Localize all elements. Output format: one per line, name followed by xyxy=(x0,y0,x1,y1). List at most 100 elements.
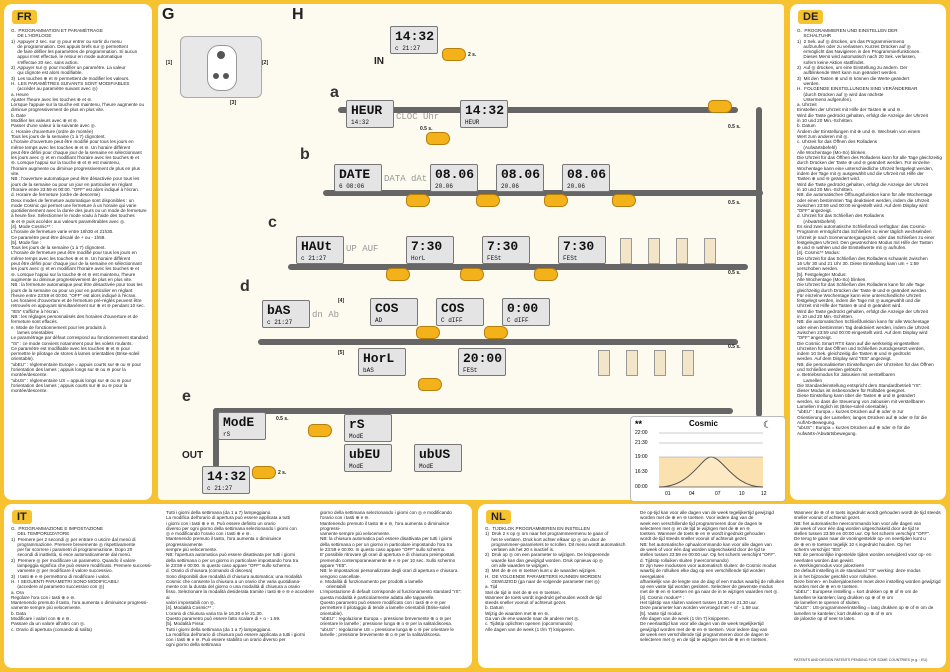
callout-4: [4] xyxy=(338,298,345,304)
screen-c4-sub: FESt xyxy=(563,255,578,262)
fr-instructions: G. PROGRAMMATION ET PARAMÉTRAGE DE L'HOR… xyxy=(11,28,148,394)
shutter-icon xyxy=(620,238,632,264)
screen-d5-main: HorL xyxy=(363,351,395,366)
screen-e1-sub: rS xyxy=(223,431,231,438)
screen-d6-sub: FESt xyxy=(463,367,478,374)
nl-panel: NL G. TIJDKLOK PROGRAMMEREN EN INSTELLEN… xyxy=(478,504,946,668)
y-tick-2: 21:30 xyxy=(635,440,648,446)
shutter-icon xyxy=(626,350,638,376)
press-short-a: 0.5 s. xyxy=(420,126,433,132)
y-tick-5: 00:00 xyxy=(635,484,648,490)
footer-text: PATENTS AND DESIGN PATENTS PENDING FOR S… xyxy=(794,658,928,662)
screen-e1-main: ModE xyxy=(223,415,255,430)
screen-b1-sub: 6 08:06 xyxy=(339,183,365,190)
shutter-icon xyxy=(598,350,610,376)
nl-column-3: Wanneer de ⊕ of ⊖ toets ingedrukt wordt … xyxy=(794,510,941,621)
press-hand-icon xyxy=(544,194,568,207)
screen-d2-sub: AD xyxy=(375,317,383,324)
screen-b3-main: 08.06 xyxy=(501,167,541,182)
shutter-icon xyxy=(682,350,694,376)
out-screen: 14:32 c 21:27 xyxy=(202,466,250,494)
callout-5: [5] xyxy=(338,350,345,356)
press-hand-icon xyxy=(442,48,466,61)
screen-c3: 7:30 FESt xyxy=(482,236,530,264)
flow-line-e xyxy=(213,408,733,414)
screen-a-ghost: CLOC Uhr xyxy=(396,112,440,122)
screen-d3-main: COS xyxy=(441,301,465,316)
fr-language-tag: FR xyxy=(12,10,37,24)
moon-icon: ☾ xyxy=(763,420,772,431)
press-hand-icon xyxy=(252,466,276,479)
screen-d-ghost: dn Ab xyxy=(312,310,340,320)
my-button-icon xyxy=(223,73,229,79)
shutter-icon xyxy=(654,350,666,376)
de-language-tag: DE xyxy=(798,10,824,24)
step-e-label: e xyxy=(182,388,191,405)
screen-b4-sub: 20.06 xyxy=(567,183,586,190)
nl-language-tag: NL xyxy=(486,510,511,524)
screen-b4: 08.06 20.06 xyxy=(562,164,610,192)
press-hand-icon xyxy=(308,424,332,437)
out-screen-sub: c 21:27 xyxy=(207,485,233,492)
screen-e4-sub: ModE xyxy=(419,463,434,470)
in-screen: 14:32 c 21:27 xyxy=(390,26,438,54)
out-label: OUT xyxy=(182,450,204,461)
screen-e3-main: ubEU xyxy=(349,447,381,462)
screen-d6-main: 20:00 xyxy=(463,351,503,366)
press-hand-icon xyxy=(612,194,636,207)
screen-d5-sub: bAS xyxy=(363,367,374,374)
down-button-icon xyxy=(213,73,219,79)
press-long-label: 2 s. xyxy=(468,52,477,58)
screen-e1: ModE rS xyxy=(218,412,266,440)
screen-b3: 08.06 20.06 xyxy=(496,164,544,192)
x-tick-4: 10 xyxy=(739,491,745,497)
flow-line-c xyxy=(288,264,748,270)
screen-b4-main: 08.06 xyxy=(567,167,607,182)
screen-a1-sub: 14:32 xyxy=(351,119,370,126)
screen-d4-sub: C dIFF xyxy=(507,317,529,324)
step-d-label: d xyxy=(240,278,250,295)
press-hand-icon xyxy=(386,268,410,281)
screen-d3-sub: C dIFF xyxy=(441,317,463,324)
shutter-icon xyxy=(704,238,716,264)
it-column-1: G. PROGRAMMAZIONE E IMPOSTAZIONE DEL TEM… xyxy=(11,526,152,632)
press-hand-icon xyxy=(484,326,508,339)
screen-e3: ubEU ModE xyxy=(344,444,392,472)
screen-c1-sub: c 21:27 xyxy=(301,255,327,262)
screen-c4: 7:30 FESt xyxy=(558,236,606,264)
press-hand-icon xyxy=(416,326,440,339)
it-language-tag: IT xyxy=(12,510,32,524)
screen-e3-sub: ModE xyxy=(349,463,364,470)
press-short-d: 0.5 s. xyxy=(728,344,741,350)
shutter-icon xyxy=(676,238,688,264)
it-column-3: giorno della settimana selezionando i gi… xyxy=(320,510,462,637)
cosmic-title: Cosmic xyxy=(689,419,718,428)
out-screen-main: 14:32 xyxy=(207,469,247,484)
screen-b1: DATE 6 08:06 xyxy=(334,164,382,192)
screen-c2-sub: HorL xyxy=(411,255,426,262)
nl-column-2: De op-tijd kan voor alle dagen van de we… xyxy=(640,510,785,643)
screen-d3: COS C dIFF xyxy=(436,298,484,326)
press-hand-icon xyxy=(426,132,450,145)
press-hand-icon xyxy=(708,100,732,113)
screen-e4: ubUS ModE xyxy=(414,444,462,472)
x-tick-1: 01 xyxy=(665,491,671,497)
press-hand-icon xyxy=(406,194,430,207)
in-label: IN xyxy=(374,56,384,67)
screen-d6: 20:00 FESt xyxy=(458,348,506,376)
it-column-2: Tutti i giorni della settimana (da 1 a 7… xyxy=(166,510,314,648)
screen-d4-main: 0:00 xyxy=(507,301,539,316)
screen-d2: COS AD xyxy=(370,298,418,326)
screen-e2: rS ModE xyxy=(344,414,392,442)
screen-d1-main: bAS xyxy=(267,303,291,318)
flow-line-out xyxy=(213,408,219,468)
screen-c1: HAUt c 21:27 xyxy=(296,236,344,264)
it-panel: IT G. PROGRAMMAZIONE E IMPOSTAZIONE DEL … xyxy=(4,504,472,668)
x-tick-2: 04 xyxy=(689,491,695,497)
screen-c2-main: 7:30 xyxy=(411,239,443,254)
remote-control-image xyxy=(180,36,262,98)
screen-e2-main: rS xyxy=(349,417,365,432)
y-tick-3: 19:00 xyxy=(635,454,648,460)
section-h-label: H xyxy=(292,6,304,23)
screen-b2: 08.06 20.06 xyxy=(430,164,478,192)
